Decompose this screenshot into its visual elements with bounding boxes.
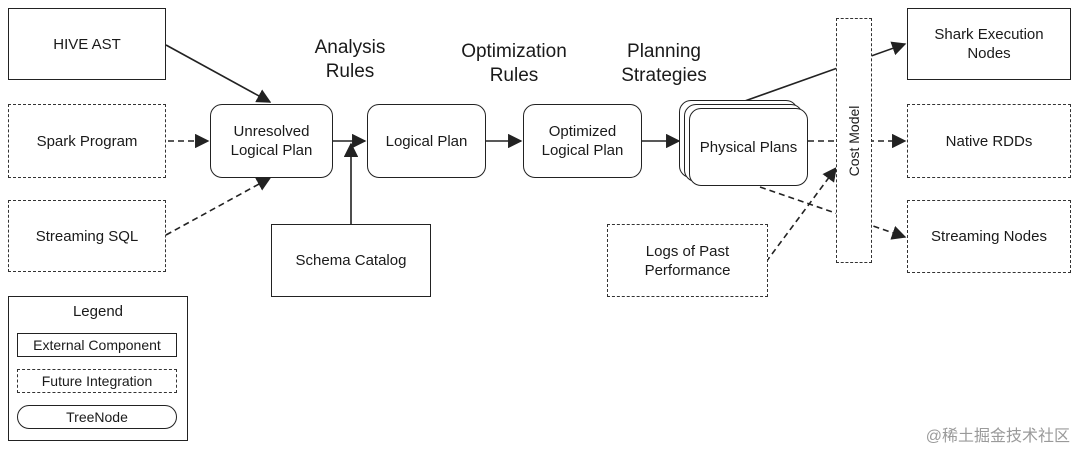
shark-execution-nodes-box: Shark Execution Nodes: [907, 8, 1071, 80]
legend-tree-node: TreeNode: [17, 405, 177, 429]
unresolved-logical-plan-node: Unresolved Logical Plan: [210, 104, 333, 178]
legend-external-component: External Component: [17, 333, 177, 357]
cost-model-box: Cost Model: [836, 18, 872, 263]
streaming-nodes-box: Streaming Nodes: [907, 200, 1071, 273]
schema-catalog-box: Schema Catalog: [271, 224, 431, 297]
arrow-physical-to-streaming: [759, 186, 907, 240]
logs-past-performance-box: Logs of Past Performance: [607, 224, 768, 297]
native-rdds-box: Native RDDs: [907, 104, 1071, 178]
physical-plans-node: Physical Plans: [689, 108, 808, 186]
hive-ast-box: HIVE AST: [8, 8, 166, 80]
analysis-rules-label: Analysis Rules: [314, 37, 386, 82]
logical-plan-node: Logical Plan: [367, 104, 486, 178]
streaming-sql-box: Streaming SQL: [8, 200, 166, 272]
arrow-hive-to-unresolved: [165, 44, 272, 103]
legend: Legend External Component Future Integra…: [8, 296, 188, 441]
arrow-physical-to-shark: [741, 41, 907, 103]
legend-title: Legend: [72, 303, 124, 320]
planning-strategies-label: Planning Strategies: [621, 41, 707, 86]
spark-program-box: Spark Program: [8, 104, 166, 178]
legend-future-integration: Future Integration: [17, 369, 177, 393]
arrow-streaming-sql-to-unresolved: [165, 177, 272, 236]
optimization-rules-label: Optimization Rules: [461, 41, 567, 86]
watermark: @稀土掘金技术社区: [925, 428, 1070, 445]
optimized-logical-plan-node: Optimized Logical Plan: [523, 104, 642, 178]
